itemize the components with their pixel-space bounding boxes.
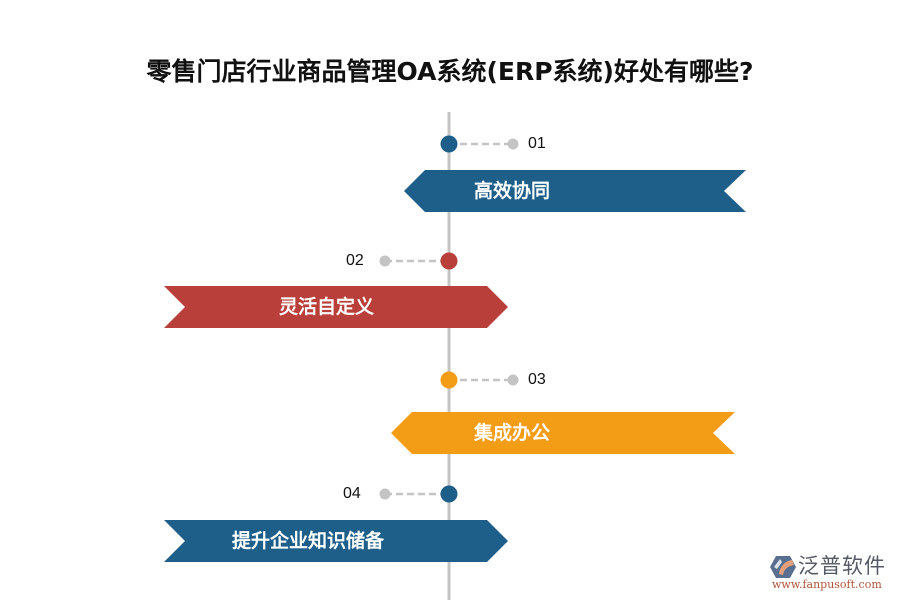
connector-end-dot xyxy=(379,488,391,500)
banner-shape xyxy=(164,286,508,328)
page-title: 零售门店行业商品管理OA系统(ERP系统)好处有哪些? xyxy=(146,57,754,86)
logo-name: 泛普软件 xyxy=(798,554,886,578)
timeline-item-4 xyxy=(164,485,508,562)
timeline-item-3 xyxy=(391,371,735,454)
banner-label-1: 高效协同 xyxy=(474,180,551,202)
timeline-node xyxy=(440,252,458,270)
fanpu-logo-icon xyxy=(770,556,796,578)
banner-shape xyxy=(164,520,508,562)
banner-label-4: 提升企业知识储备 xyxy=(232,530,385,552)
timeline-item-1 xyxy=(404,135,746,212)
item-number-1: 01 xyxy=(528,135,546,152)
timeline-node xyxy=(440,485,458,503)
brand-logo: 泛普软件 www.fanpusoft.com xyxy=(770,552,895,597)
banner-label-3: 集成办公 xyxy=(474,422,551,444)
item-number-2: 02 xyxy=(346,252,364,269)
timeline-node xyxy=(440,371,458,389)
connector-end-dot xyxy=(507,374,519,386)
banner-shape xyxy=(404,170,746,212)
timeline-item-2 xyxy=(164,252,508,328)
connector-end-dot xyxy=(379,255,391,267)
timeline-node xyxy=(440,135,458,153)
banner-label-2: 灵活自定义 xyxy=(279,296,375,318)
logo-url: www.fanpusoft.com xyxy=(772,578,882,591)
item-number-3: 03 xyxy=(528,371,546,388)
item-number-4: 04 xyxy=(343,485,361,502)
connector-end-dot xyxy=(507,138,519,150)
banner-shape xyxy=(391,412,735,454)
